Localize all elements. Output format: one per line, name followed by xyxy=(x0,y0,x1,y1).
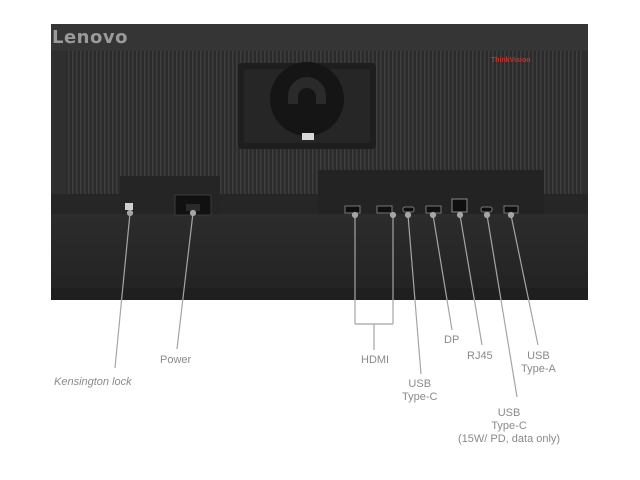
release-button xyxy=(302,133,314,140)
label-usb-c-power-line1: USB xyxy=(497,407,521,419)
label-usb-c: USB Type-C xyxy=(402,378,437,404)
kensington-slot xyxy=(125,203,133,210)
label-usb-c-line2: Type-C xyxy=(402,391,438,403)
label-power: Power xyxy=(160,354,192,366)
series-badge: ThinkVision xyxy=(491,57,531,64)
label-usb-a-line2: Type-A xyxy=(521,363,556,375)
usb-c-port xyxy=(402,206,415,213)
callout-lines xyxy=(114,209,539,398)
hdmi-port-2 xyxy=(376,205,393,214)
label-usb-c-line1: USB xyxy=(408,378,432,390)
label-rj45: RJ45 xyxy=(467,350,493,362)
brand-logo: Lenovo xyxy=(52,27,128,48)
label-usb-a: USB Type-A xyxy=(521,350,556,376)
hdmi-port-1 xyxy=(344,205,361,214)
usb-c-power-port xyxy=(480,206,493,213)
rj45-port xyxy=(451,198,468,213)
label-hdmi: HDMI xyxy=(361,354,390,366)
label-usb-c-power: USB Type-C (15W/ PD, data only) xyxy=(458,407,560,446)
label-usb-c-power-line2: Type-C xyxy=(491,420,527,432)
label-usb-a-line1: USB xyxy=(527,350,550,362)
monitor-bottom-edge xyxy=(51,214,588,300)
stand-mount-hole xyxy=(270,62,344,136)
label-kensington-lock: Kensington lock xyxy=(54,376,132,388)
label-dp: DP xyxy=(444,334,460,346)
label-usb-c-power-line3: (15W/ PD, data only) xyxy=(458,433,561,445)
